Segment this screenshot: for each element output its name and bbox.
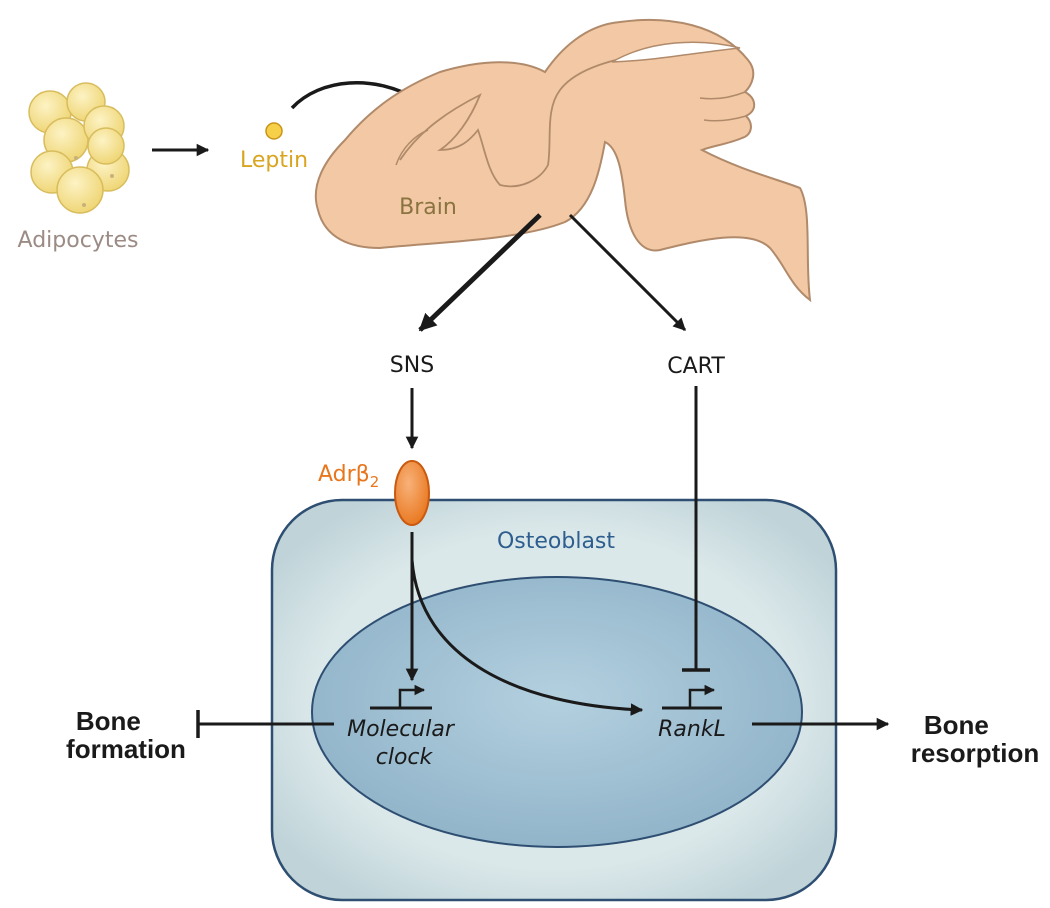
molecular-clock-line2: clock (376, 745, 434, 770)
adipocytes-cluster-icon (28, 82, 130, 214)
leptin-molecule-icon (265, 122, 283, 140)
brain-to-sns-arrow (418, 213, 542, 332)
cart-label: CART (667, 354, 725, 379)
osteoblast-nucleus (311, 576, 803, 848)
receptor-to-rankl-arrow (410, 559, 644, 716)
osteoblast-label: Osteoblast (497, 529, 615, 554)
molecular-clock-label: Molecular clock (347, 717, 461, 770)
adrb2-receptor-icon (394, 460, 430, 526)
sns-label: SNS (390, 353, 434, 378)
adrb2-label-subscript: 2 (370, 473, 380, 491)
adipocytes-label: Adipocytes (18, 228, 139, 253)
bone-resorption-label: Bone resorption (911, 710, 1040, 768)
adrb2-label-base: Adrβ (318, 462, 370, 487)
rankl-label: RankL (658, 717, 726, 742)
adrb2-label: Adrβ2 (318, 462, 379, 491)
leptin-label: Leptin (240, 148, 308, 173)
molecular-clock-promoter-icon (370, 684, 432, 710)
bone-resorption-line1: Bone (924, 710, 989, 740)
brain-label: Brain (399, 195, 457, 220)
bone-formation-line2: formation (66, 734, 186, 764)
bone-resorption-line2: resorption (911, 738, 1040, 768)
bone-formation-label: Bone formation (66, 706, 186, 764)
molecular-clock-line1: Molecular (347, 717, 456, 742)
bone-formation-line1: Bone (76, 706, 141, 736)
brain-icon (314, 18, 812, 303)
rankl-promoter-icon (662, 684, 722, 710)
brain-to-cart-arrow (568, 213, 687, 332)
